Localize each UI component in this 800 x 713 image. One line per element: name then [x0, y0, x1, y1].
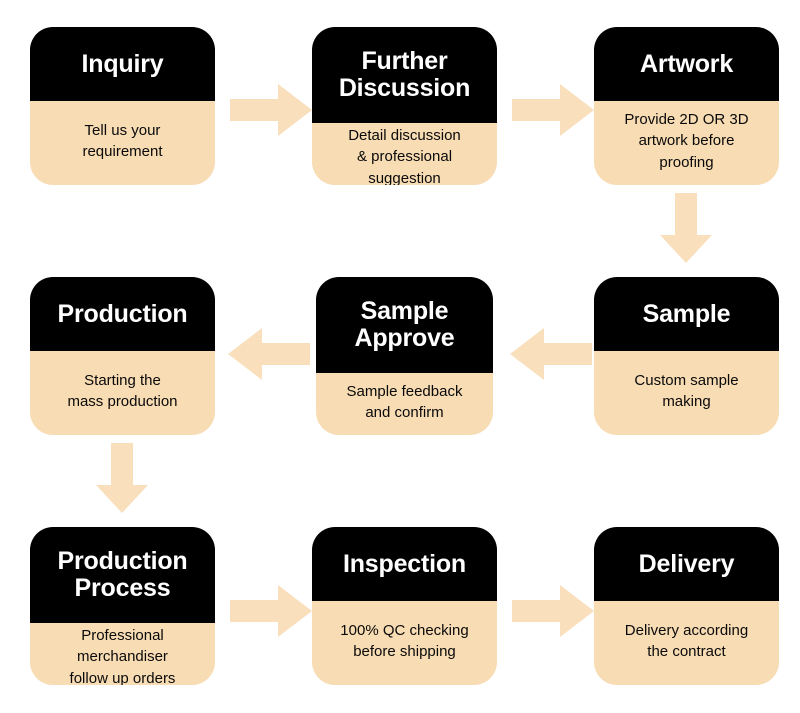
node-description: Professional merchandiser follow up orde… — [69, 627, 176, 685]
node-title: Sample — [594, 277, 779, 351]
node-title: Sample Approve — [316, 277, 493, 373]
arrow-production-process-to-inspection — [230, 585, 312, 637]
arrow-further-discussion-to-artwork — [512, 84, 594, 136]
node-description: Sample feedback and confirm — [346, 382, 463, 421]
node-delivery[interactable]: Delivery Delivery according the contract — [594, 527, 779, 685]
node-description: Tell us your requirement — [82, 121, 163, 160]
node-inquiry[interactable]: Inquiry Tell us your requirement — [30, 27, 215, 185]
node-production-process[interactable]: Production Process Professional merchand… — [30, 527, 215, 685]
node-description: Starting the mass production — [67, 371, 178, 410]
node-title: Further Discussion — [312, 27, 497, 123]
node-description: 100% QC checking before shipping — [340, 621, 469, 660]
node-further-discussion[interactable]: Further Discussion Detail discussion & p… — [312, 27, 497, 185]
node-description: Custom sample making — [634, 371, 739, 410]
node-title: Artwork — [594, 27, 779, 101]
node-title: Production Process — [30, 527, 215, 623]
arrow-sample-to-sample-approve — [510, 328, 592, 380]
arrow-production-to-production-process — [96, 443, 148, 513]
arrow-sample-approve-to-production — [228, 328, 310, 380]
node-inspection[interactable]: Inspection 100% QC checking before shipp… — [312, 527, 497, 685]
node-title: Inquiry — [30, 27, 215, 101]
node-description: Provide 2D OR 3D artwork before proofing — [624, 111, 749, 171]
arrow-inquiry-to-further-discussion — [230, 84, 312, 136]
node-title: Delivery — [594, 527, 779, 601]
arrow-artwork-to-sample — [660, 193, 712, 263]
node-sample-approve[interactable]: Sample Approve Sample feedback and confi… — [316, 277, 493, 435]
node-title: Inspection — [312, 527, 497, 601]
node-production[interactable]: Production Starting the mass production — [30, 277, 215, 435]
node-title: Production — [30, 277, 215, 351]
node-artwork[interactable]: Artwork Provide 2D OR 3D artwork before … — [594, 27, 779, 185]
node-description: Delivery according the contract — [624, 621, 749, 660]
arrow-inspection-to-delivery — [512, 585, 594, 637]
node-sample[interactable]: Sample Custom sample making — [594, 277, 779, 435]
node-description: Detail discussion & professional suggest… — [348, 127, 461, 185]
